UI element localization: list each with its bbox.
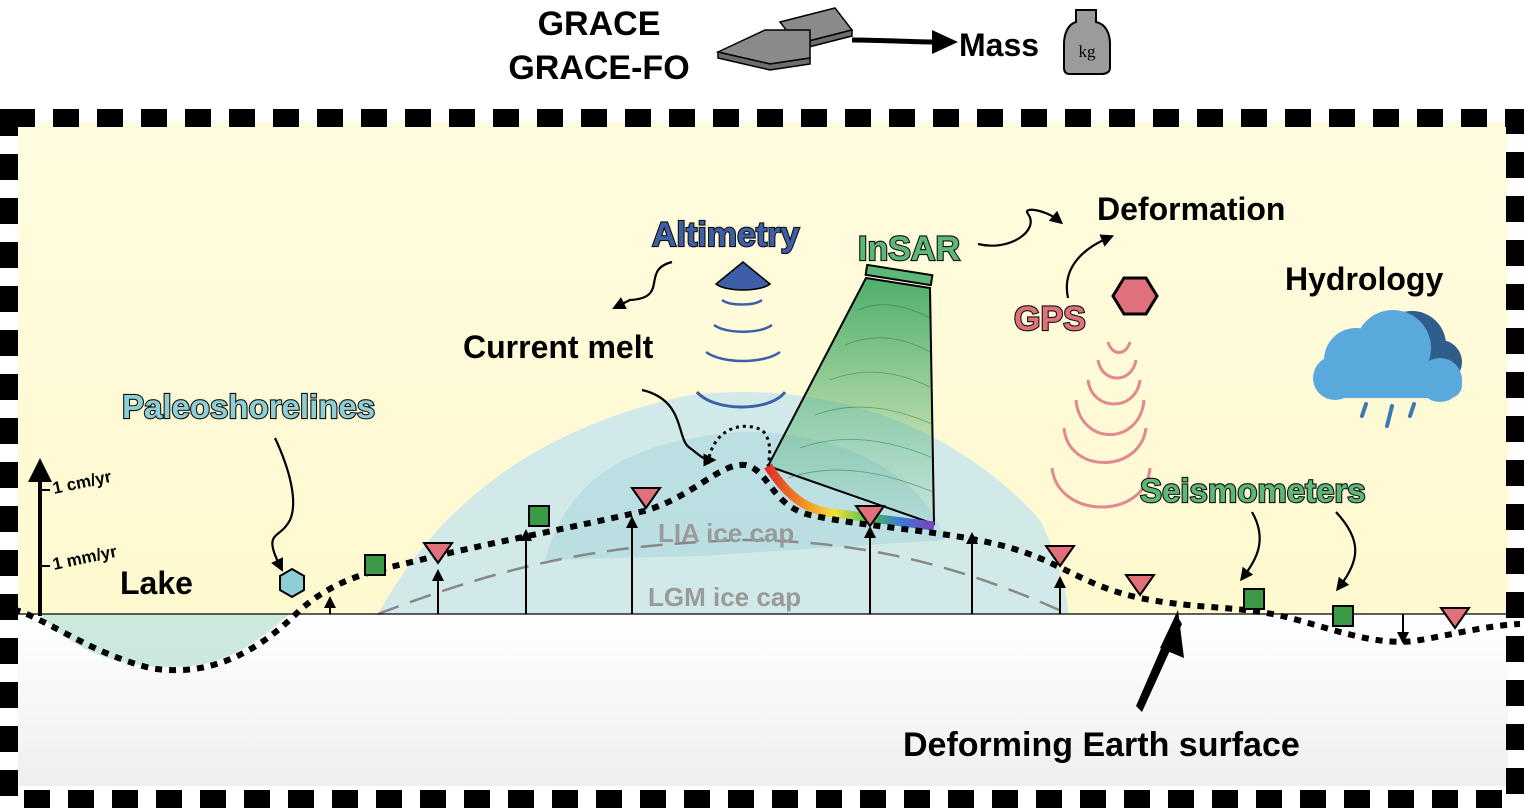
dashed-frame [0, 109, 1524, 808]
lgm-ice-cap-label: LGM ice cap [648, 582, 801, 612]
gps-satellite-icon [1111, 276, 1159, 316]
paleoshorelines-label: Paleoshorelines [122, 388, 375, 425]
altimetry-satellite-icon [714, 261, 772, 291]
ground-background [18, 614, 1508, 786]
deforming-surface-label: Deforming Earth surface [903, 726, 1300, 764]
connector-arrows [271, 208, 1357, 592]
current-melt-dotted [706, 424, 772, 467]
lake-label: Lake [120, 565, 193, 601]
gps-waves [1050, 341, 1152, 509]
weight-unit-label: kg [1079, 42, 1097, 61]
current-melt-label: Current melt [463, 329, 654, 365]
grace-fo-label: GRACE-FO [508, 49, 689, 87]
insar-rainbow-strip [764, 463, 935, 531]
grace-to-mass-arrow [851, 37, 936, 45]
uplift-arrows [324, 516, 1409, 644]
altimetry-waves [695, 298, 787, 409]
insar-label: InSAR [858, 230, 960, 268]
hydrology-label: Hydrology [1285, 261, 1443, 297]
deforming-surface-pointer-head [1160, 610, 1184, 658]
grace-satellites-icon [715, 7, 854, 71]
rain-drops [1360, 402, 1416, 428]
scale-bar [28, 458, 52, 616]
mass-label: Mass [959, 27, 1039, 63]
insar-satellite-antenna [864, 263, 934, 287]
gps-label: GPS [1014, 300, 1086, 338]
weight-icon [1063, 9, 1111, 75]
ice-cap-dashed-outline [377, 538, 1069, 616]
seismometers-label: Seismometers [1140, 472, 1366, 509]
hydrology-cloud-icon [1313, 310, 1462, 402]
gps-markers [422, 487, 1471, 630]
paleoshoreline-hexagon [279, 567, 305, 599]
altimetry-label: Altimetry [652, 216, 799, 254]
grace-label: GRACE [538, 5, 661, 43]
deformation-label: Deformation [1097, 191, 1285, 227]
insar-wavefronts [787, 304, 934, 493]
grace-to-mass-arrowhead [932, 30, 958, 54]
seismometer-markers [364, 505, 1354, 627]
lia-ice-cap-label: LIA ice cap [658, 518, 794, 548]
